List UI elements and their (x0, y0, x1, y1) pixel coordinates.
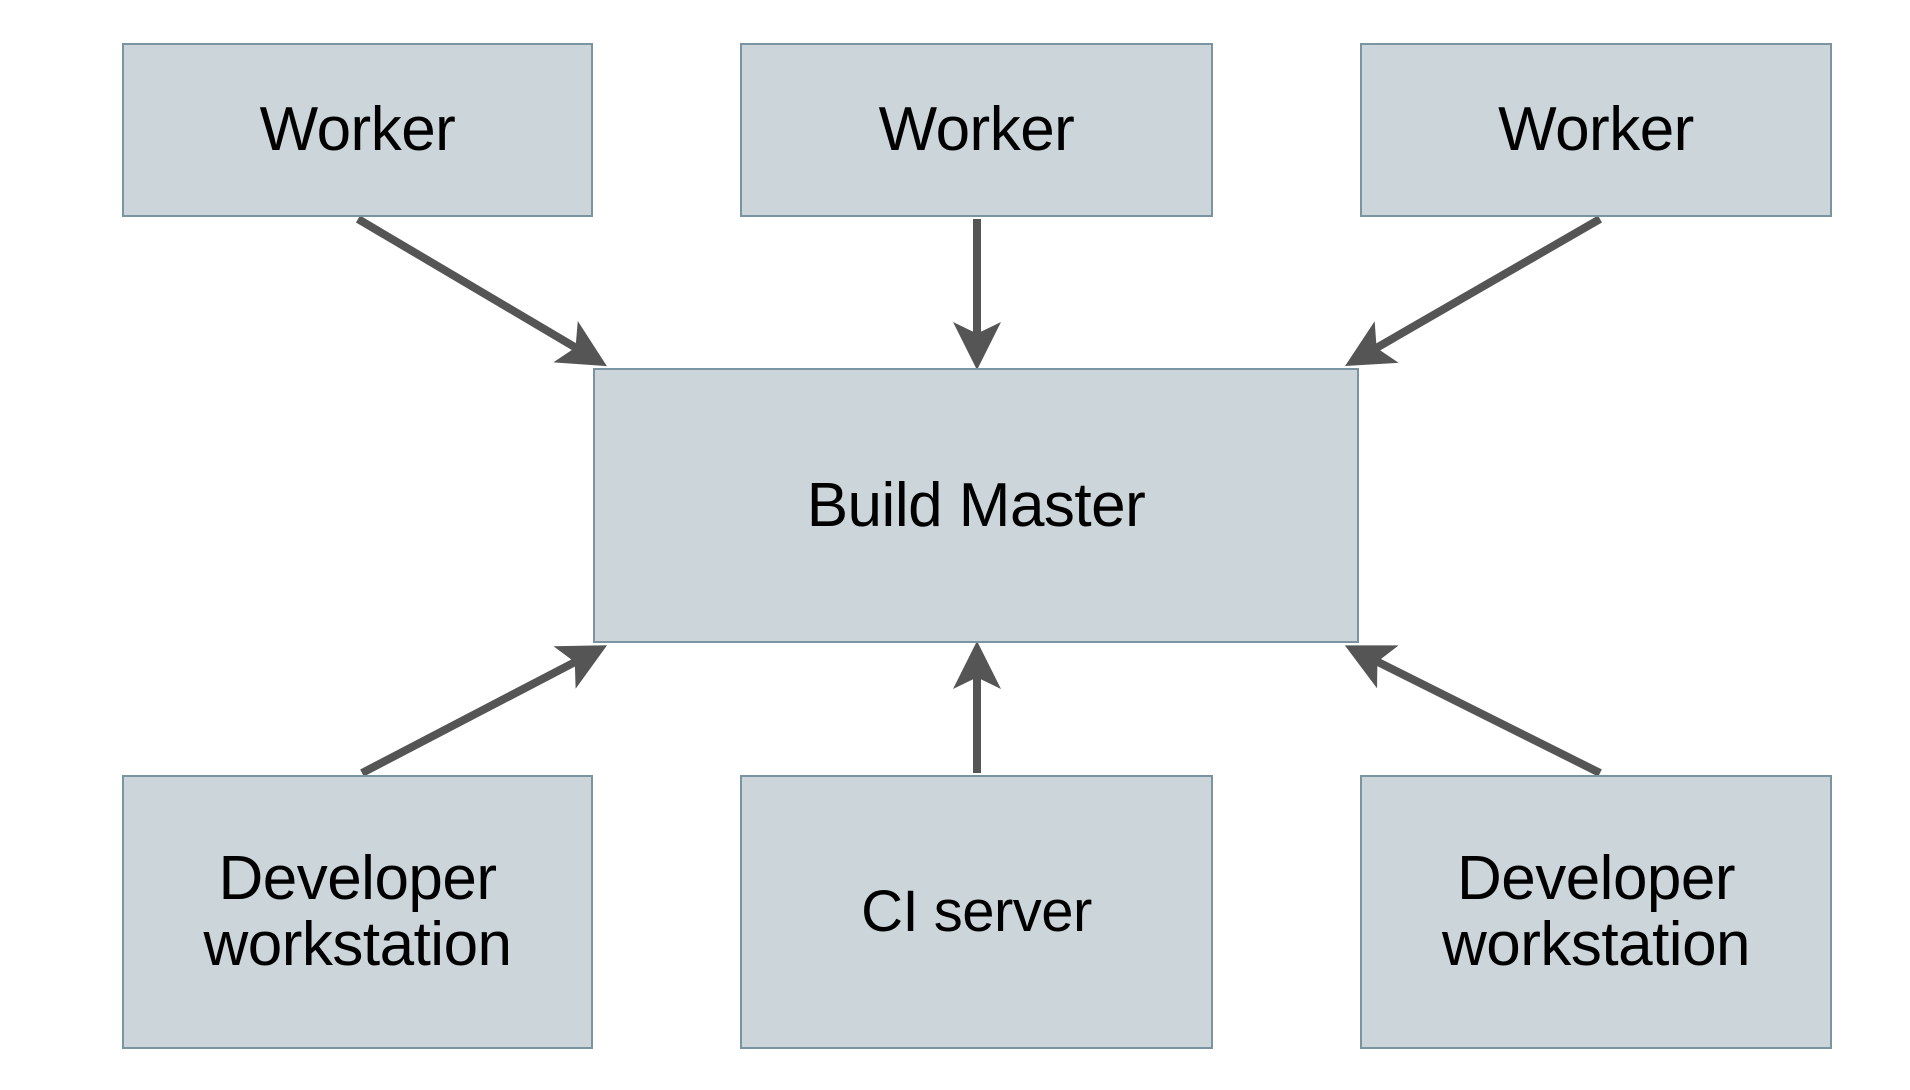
node-label-developer-workstation-right: Developer workstation (1441, 844, 1751, 979)
edge-worker3-to-master (1345, 215, 1602, 366)
node-label-worker-1: Worker (259, 95, 456, 165)
node-label-ci-server: CI server (861, 879, 1092, 945)
node-ci-server[interactable]: CI server (740, 775, 1213, 1049)
node-label-build-master: Build Master (806, 470, 1146, 540)
node-worker-2[interactable]: Worker (740, 43, 1213, 217)
node-worker-1[interactable]: Worker (122, 43, 593, 217)
edge-worker1-to-master (355, 215, 607, 367)
node-label-worker-2: Worker (878, 95, 1075, 165)
node-build-master[interactable]: Build Master (593, 368, 1359, 643)
node-worker-3[interactable]: Worker (1360, 43, 1832, 217)
node-label-developer-workstation-left: Developer workstation (203, 844, 512, 979)
edge-devleft-to-master (360, 645, 608, 777)
node-developer-workstation-right[interactable]: Developer workstation (1360, 775, 1832, 1049)
node-label-worker-3: Worker (1498, 95, 1694, 165)
edge-devright-to-master (1344, 645, 1602, 777)
node-developer-workstation-left[interactable]: Developer workstation (122, 775, 593, 1049)
